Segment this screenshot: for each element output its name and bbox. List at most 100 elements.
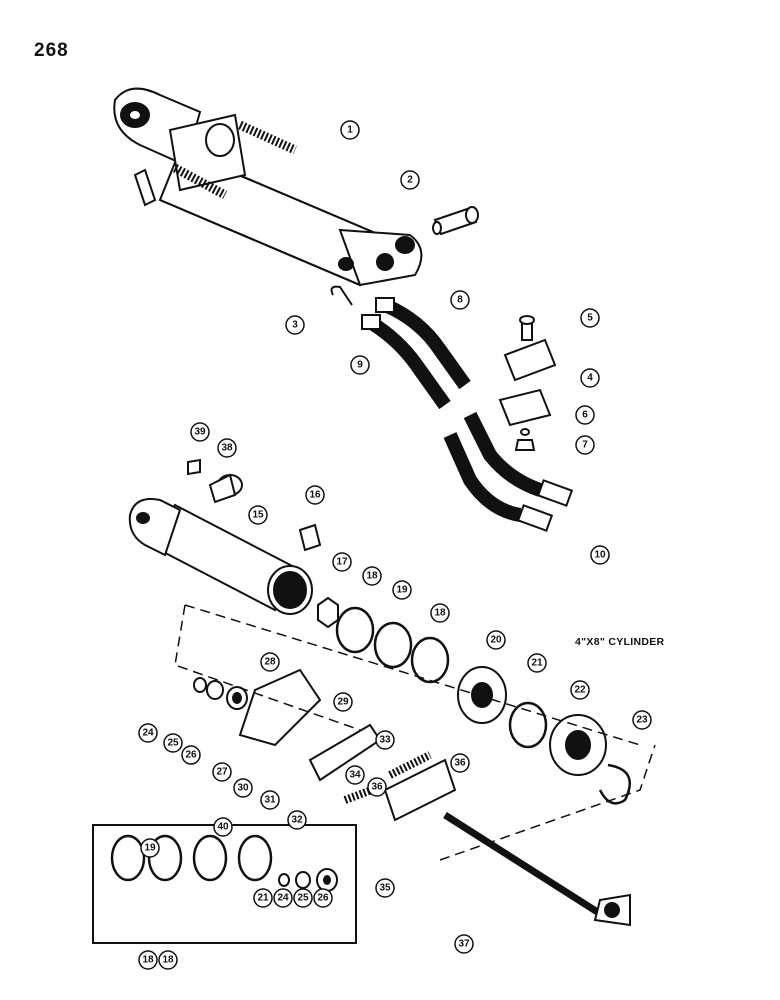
callout-circle	[217, 438, 237, 458]
callout-circle	[273, 888, 293, 908]
callout-34: 34	[345, 765, 365, 785]
callout-33: 33	[375, 730, 395, 750]
callout-23: 23	[632, 710, 652, 730]
callout-31: 31	[260, 790, 280, 810]
callout-label: 8	[457, 295, 463, 306]
callout-circle	[163, 733, 183, 753]
callout-26: 26	[181, 745, 201, 765]
callout-circle	[313, 888, 333, 908]
callout-15: 15	[248, 505, 268, 525]
rod-seals	[193, 677, 248, 710]
callout-27: 27	[212, 762, 232, 782]
callout-label: 2	[407, 175, 413, 186]
callout-circle	[350, 355, 370, 375]
callout-label: 18	[162, 955, 174, 966]
callout-circle	[287, 810, 307, 830]
callout-label: 21	[257, 893, 269, 904]
callout-circle	[138, 950, 158, 970]
callout-2: 2	[400, 170, 420, 190]
callout-label: 7	[582, 440, 588, 451]
callout-label: 34	[349, 770, 361, 781]
callout-label: 5	[587, 313, 593, 324]
callout-label: 1	[347, 125, 353, 136]
callout-label: 31	[264, 795, 276, 806]
callout-6: 6	[575, 405, 595, 425]
seal-kit-box	[92, 824, 357, 944]
callout-label: 25	[167, 738, 179, 749]
callout-38: 38	[217, 438, 237, 458]
callout-21: 21	[253, 888, 273, 908]
callout-circle	[375, 878, 395, 898]
callout-circle	[580, 308, 600, 328]
callout-label: 15	[252, 510, 264, 521]
callout-circle	[400, 170, 420, 190]
callout-circle	[430, 603, 450, 623]
callout-circle	[486, 630, 506, 650]
callout-label: 18	[142, 955, 154, 966]
callout-circle	[293, 888, 313, 908]
callout-label: 6	[582, 410, 588, 421]
callout-16: 16	[305, 485, 325, 505]
callout-label: 4	[587, 373, 593, 384]
callout-label: 39	[194, 427, 206, 438]
callout-circle	[590, 545, 610, 565]
callout-4: 4	[580, 368, 600, 388]
callout-label: 36	[371, 782, 383, 793]
callout-label: 20	[490, 635, 502, 646]
callout-label: 29	[337, 697, 349, 708]
callout-label: 30	[237, 783, 249, 794]
callout-label: 35	[379, 883, 391, 894]
callout-label: 25	[297, 893, 309, 904]
callout-8: 8	[450, 290, 470, 310]
callout-circle	[233, 778, 253, 798]
cylinder-size-label: 4"X8" CYLINDER	[575, 636, 665, 648]
callout-32: 32	[287, 810, 307, 830]
callout-5: 5	[580, 308, 600, 328]
callout-label: 19	[144, 843, 156, 854]
callout-circle	[181, 745, 201, 765]
callout-label: 22	[574, 685, 586, 696]
piston-rings	[335, 606, 450, 684]
callout-26: 26	[313, 888, 333, 908]
callout-label: 38	[221, 443, 233, 454]
callout-20: 20	[486, 630, 506, 650]
callout-label: 40	[217, 822, 229, 833]
callout-19: 19	[140, 838, 160, 858]
callout-circle	[340, 120, 360, 140]
callout-circle	[140, 838, 160, 858]
callout-3: 3	[285, 315, 305, 335]
callout-21: 21	[527, 653, 547, 673]
callout-circle	[575, 405, 595, 425]
callout-18: 18	[138, 950, 158, 970]
callout-29: 29	[333, 692, 353, 712]
callout-label: 9	[357, 360, 363, 371]
callout-label: 24	[142, 728, 154, 739]
callout-circle	[305, 485, 325, 505]
callout-circle	[345, 765, 365, 785]
piston-parts	[457, 666, 631, 805]
callout-label: 23	[636, 715, 648, 726]
callout-label: 28	[264, 657, 276, 668]
callout-18: 18	[430, 603, 450, 623]
callout-28: 28	[260, 652, 280, 672]
callout-label: 37	[458, 939, 470, 950]
callout-40: 40	[213, 817, 233, 837]
callout-35: 35	[375, 878, 395, 898]
callout-circle	[580, 368, 600, 388]
cylinder-head	[238, 668, 322, 747]
callout-circle	[570, 680, 590, 700]
callout-25: 25	[293, 888, 313, 908]
main-hydraulic-cylinder	[113, 87, 423, 287]
callout-label: 26	[317, 893, 329, 904]
callout-18: 18	[158, 950, 178, 970]
callout-circle	[138, 723, 158, 743]
callout-circle	[367, 777, 387, 797]
callout-label: 10	[594, 550, 606, 561]
callout-circle	[158, 950, 178, 970]
callout-label: 32	[291, 815, 303, 826]
callout-label: 17	[336, 557, 348, 568]
callout-circle	[362, 566, 382, 586]
callout-25: 25	[163, 733, 183, 753]
callout-label: 19	[396, 585, 408, 596]
